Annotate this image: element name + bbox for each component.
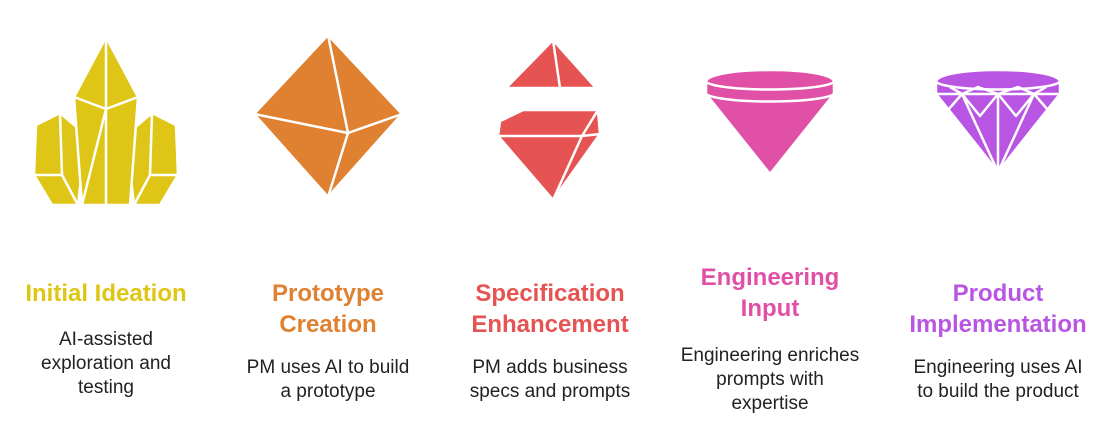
octahedron-gem-icon (252, 33, 404, 199)
stage-desc-line: expertise (731, 393, 809, 414)
stage-initial-ideation: Initial Ideation AI-assisted exploration… (6, 0, 206, 428)
stage-product-implementation: Product Implementation Engineering uses … (898, 0, 1098, 428)
stage-desc-line: a prototype (280, 381, 376, 402)
stage-desc-line: PM adds business (472, 357, 628, 378)
stage-title-line2: Implementation (909, 311, 1087, 338)
stage-title: Engineering (700, 264, 840, 291)
cone-gem-icon (704, 68, 836, 176)
stage-title: Initial Ideation (25, 280, 187, 307)
stage-title: Specification (475, 280, 625, 307)
stage-desc-line: AI-assisted (59, 329, 153, 350)
stage-title: Product (952, 280, 1044, 307)
stage-engineering-input: Engineering Input Engineering enriches p… (670, 0, 870, 428)
split-gem-icon (496, 38, 602, 202)
stage-desc-line: testing (78, 377, 134, 398)
stage-desc-line: specs and prompts (469, 381, 631, 402)
diamond-icon (934, 68, 1062, 174)
stage-title: Prototype (271, 280, 384, 307)
stage-title-line2: Input (740, 295, 800, 322)
stage-desc-line: Engineering uses AI (913, 357, 1083, 378)
stage-desc-line: Engineering enriches (680, 345, 860, 366)
stage-desc-line: exploration and (41, 353, 171, 374)
stage-title-line2: Enhancement (471, 311, 629, 338)
stage-desc-line: to build the product (917, 381, 1079, 402)
stage-desc-line: PM uses AI to build (246, 357, 410, 378)
stage-specification-enhancement: Specification Enhancement PM adds busine… (450, 0, 650, 428)
stage-title-line2: Creation (279, 311, 377, 338)
crystal-cluster-icon (32, 35, 180, 207)
stage-desc-line: prompts with (716, 369, 824, 390)
stage-prototype-creation: Prototype Creation PM uses AI to build a… (228, 0, 428, 428)
